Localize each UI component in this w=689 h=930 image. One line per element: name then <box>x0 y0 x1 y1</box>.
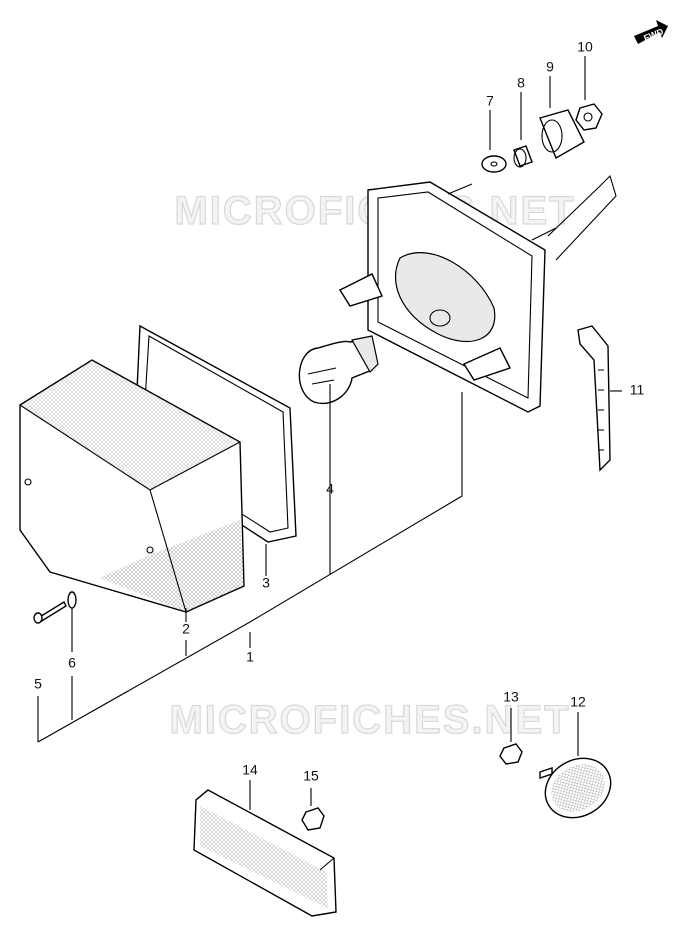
nut-part-13 <box>499 743 523 765</box>
callout-12: 12 <box>570 694 586 710</box>
callout-13: 13 <box>503 689 519 705</box>
fwd-label: FWD <box>642 26 665 43</box>
watermark-bottom: MICROFICHES.NET <box>169 698 570 742</box>
fwd-arrow-icon: FWD <box>634 20 668 44</box>
callout-9: 9 <box>546 59 554 75</box>
side-reflector-part <box>193 789 337 917</box>
callout-10: 10 <box>577 39 593 55</box>
callout-4: 4 <box>326 481 334 497</box>
callout-1: 1 <box>246 649 254 665</box>
tie-strap-part <box>577 325 611 472</box>
callout-8: 8 <box>517 75 525 91</box>
spacer-part-8 <box>513 145 533 168</box>
washer-part-6 <box>67 591 77 609</box>
callout-6: 6 <box>68 655 76 671</box>
screw-part <box>33 601 67 624</box>
callout-11: 11 <box>630 382 645 398</box>
nut-part-15 <box>301 807 325 831</box>
callout-2: 2 <box>182 621 190 637</box>
grommet-part-9 <box>539 109 585 160</box>
callout-15: 15 <box>303 768 319 784</box>
washer-part-7 <box>481 155 507 173</box>
callout-7: 7 <box>486 93 494 109</box>
callout-5: 5 <box>34 676 42 692</box>
nut-part-10 <box>575 103 603 131</box>
leader-lines <box>37 56 622 810</box>
round-reflector-part <box>539 757 612 819</box>
callout-14: 14 <box>242 762 258 778</box>
lens-part <box>19 359 245 613</box>
bulb-part <box>298 335 379 405</box>
lamp-housing-part <box>338 174 617 413</box>
callout-3: 3 <box>262 575 270 591</box>
